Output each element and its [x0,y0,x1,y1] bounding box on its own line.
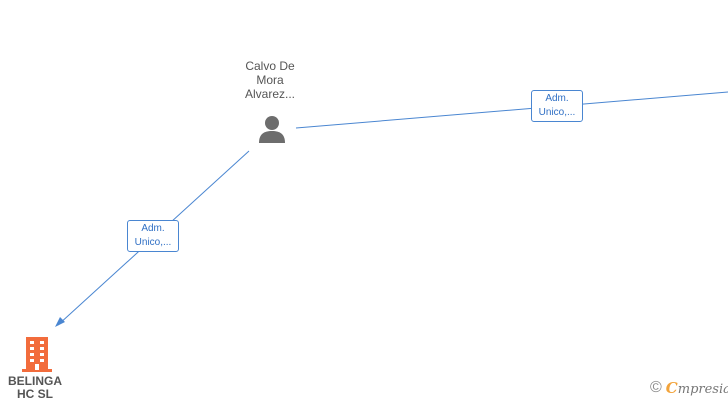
arrowhead-company [55,317,65,327]
brand-watermark: © Cmpresia [650,379,728,397]
person-node-label[interactable]: Calvo De Mora Alvarez... [230,59,310,101]
person-label-line: Calvo De [245,59,295,73]
brand-name: Cmpresia [666,379,728,397]
edge-label-line: Unico,... [538,107,576,118]
person-label-line: Alvarez... [244,87,295,101]
edge-label-line: Unico,... [134,237,172,248]
edge-label-role[interactable]: Adm. Unico,... [531,90,583,122]
brand-initial: C [665,379,678,397]
building-icon[interactable] [22,336,52,372]
edge-label-line: Adm. [545,93,569,104]
person-label-line: Mora [256,73,284,87]
person-icon[interactable] [257,114,287,144]
brand-name-rest: mpresia [677,382,728,397]
copyright-symbol: © [650,379,662,396]
edge-person-to-external [295,91,728,129]
company-label-line: BELINGA [8,374,62,388]
edge-label-line: Adm. [141,223,165,234]
edge-label-role[interactable]: Adm. Unico,... [127,220,179,252]
company-node-label[interactable]: BELINGA HC SL [0,375,70,401]
company-label-line: HC SL [17,387,53,401]
